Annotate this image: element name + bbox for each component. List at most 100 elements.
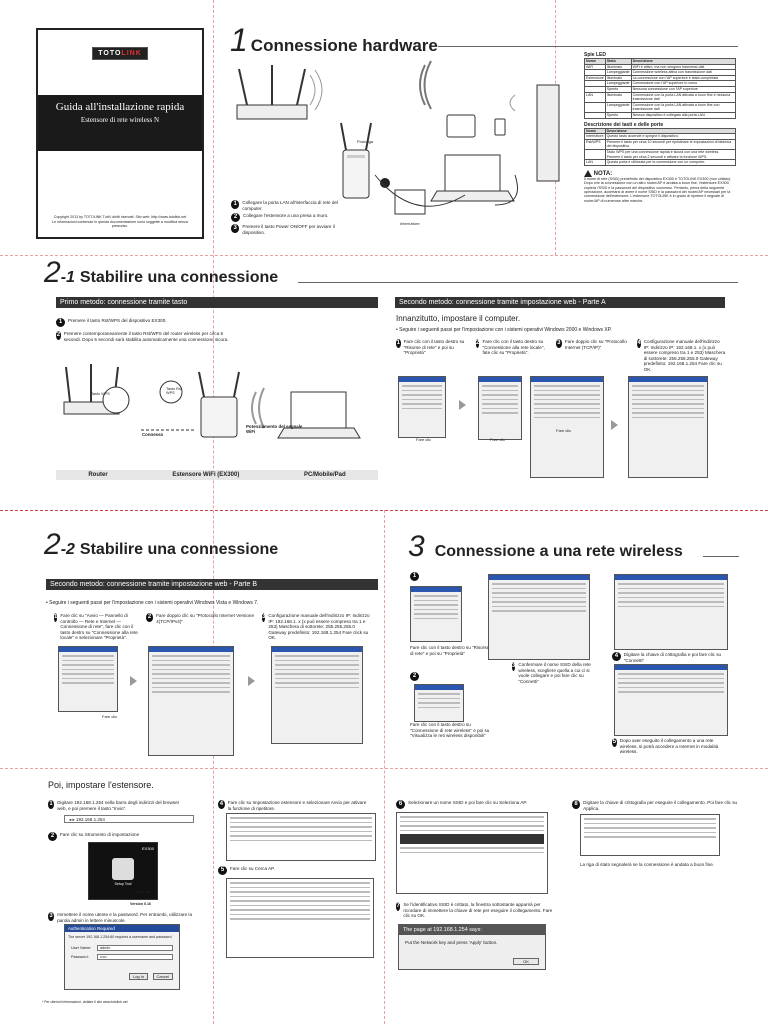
note-text: Il nome di rete (SSID) predefinito del d…: [584, 176, 732, 203]
section-suffix: -2: [60, 541, 75, 558]
s3-step2: Fare clic con il tasto destro su "Connes…: [410, 722, 490, 739]
screenshot-extender-setting: [226, 813, 376, 861]
arrow-icon: [248, 676, 255, 686]
section-title: Stabilire una connessione: [79, 541, 279, 558]
url-bar[interactable]: ◂ ▸ 192.168.1.254: [64, 815, 194, 823]
arrow-icon: [459, 400, 466, 410]
fold-line: [384, 510, 385, 1024]
url-text: 192.168.1.254: [76, 817, 105, 822]
laptop-illustration: [430, 154, 515, 202]
hardware-diagram: [236, 60, 560, 215]
label-potenziamento: Potenziamento del segnale WiFi: [246, 424, 303, 434]
method-b-bullet: • Seguire i seguenti passi per l'imposta…: [46, 600, 259, 606]
arrow-left-icon: ◂ ▸: [69, 817, 75, 822]
login-button[interactable]: Log In: [128, 973, 149, 980]
warning-icon: [584, 169, 592, 177]
alert-title: The page at 192.168.1.254 says:: [399, 925, 545, 935]
cover-band: Guida all'installazione rapida Estensore…: [38, 95, 202, 151]
s3-step1: Fare clic con il tasto destro su "Risors…: [410, 645, 490, 656]
screenshot-lan-properties: [148, 646, 234, 756]
label-connesso: Connesso: [142, 432, 164, 437]
method1-bar: Primo metodo: connessione tramite tasto: [56, 297, 378, 308]
label-wps: Tasto WPS: [91, 392, 110, 396]
screenshot-encryption: [580, 814, 720, 856]
caption-pc: PC/Mobile/Pad: [303, 472, 346, 478]
notice-text: Le informazioni contenute in questa docu…: [52, 219, 188, 229]
user-label: User Name:: [71, 946, 92, 950]
caption-router: Router: [88, 472, 108, 478]
auth-buttons: Log In Cancel: [65, 960, 179, 983]
section21-heading: 2 -1 Stabilire una connessione: [44, 256, 278, 290]
caption-extender: Estensore WiFi (EX300): [172, 472, 240, 478]
setup-tool-label[interactable]: Setup Tool: [114, 882, 132, 886]
label-prolunga: Prolunga: [357, 139, 374, 144]
note-title: NOTA:: [584, 169, 736, 177]
heading-rule: [438, 46, 738, 47]
arrow-icon: [130, 676, 137, 686]
alert-message: Put the Network key and press 'Apply' bu…: [405, 940, 498, 945]
brand-logo: TOTOLINK: [38, 42, 202, 60]
method2-bar: Secondo metodo: connessione tramite impo…: [395, 297, 725, 308]
screenshot-scan: [226, 878, 374, 958]
section-title: Stabilire una connessione: [79, 269, 279, 286]
ext-heading: Poi, impostare l'estensore.: [48, 780, 154, 790]
screenshot-network: [410, 586, 462, 642]
ex300-label: EX300: [141, 846, 154, 851]
screenshot-connect: [614, 574, 728, 650]
cancel-button[interactable]: Cancel: [152, 973, 173, 980]
wrench-icon[interactable]: [112, 858, 134, 880]
password-input[interactable]: •••••: [97, 954, 173, 960]
footer-note: * Per ulteriori informazioni, visitare i…: [42, 1000, 128, 1004]
section3-heading: 3 Connessione a una rete wireless: [408, 530, 683, 564]
section-number: 3: [408, 530, 425, 563]
method2-heading: Innanzitutto, impostare il computer.: [396, 314, 521, 323]
screenshot-context-menu: [478, 376, 522, 440]
final-note: La riga di stato segnalerà se la conness…: [580, 862, 715, 867]
section-title: Connessione hardware: [250, 36, 438, 55]
screenshot-lan-properties: [530, 376, 604, 478]
click-label: Fare clic: [490, 437, 506, 442]
s3-step1-badge: 1: [410, 572, 422, 590]
section-number: 2: [44, 528, 61, 561]
section-number: 2: [44, 256, 61, 289]
wps-diagram: [63, 364, 361, 439]
fold-line: [213, 0, 214, 1024]
auth-title: Authentication Required: [65, 925, 179, 932]
caption-bar: Router Estensore WiFi (EX300) PC/Mobile/…: [56, 470, 378, 480]
cover-title: Guida all'installazione rapida: [55, 101, 185, 113]
username-input[interactable]: admin: [97, 945, 173, 951]
cover-subtitle: Estensore di rete wireless N: [80, 116, 160, 124]
ok-button[interactable]: OK: [513, 958, 539, 965]
section1-heading: 1 Connessione hardware: [230, 22, 438, 59]
method-b-bar: Secondo metodo: connessione tramite impo…: [46, 579, 378, 590]
auth-message: The server 192.168.1.254:80 requires a u…: [68, 935, 173, 939]
method2-bullet: • Seguire i seguenti passi per l'imposta…: [396, 327, 612, 333]
section-title: Connessione a una rete wireless: [434, 543, 683, 560]
screenshot-key: [614, 664, 728, 736]
screenshot-tcpip: [628, 376, 708, 478]
version-label: Version 0.16: [130, 902, 151, 906]
heading-rule: [298, 282, 738, 283]
